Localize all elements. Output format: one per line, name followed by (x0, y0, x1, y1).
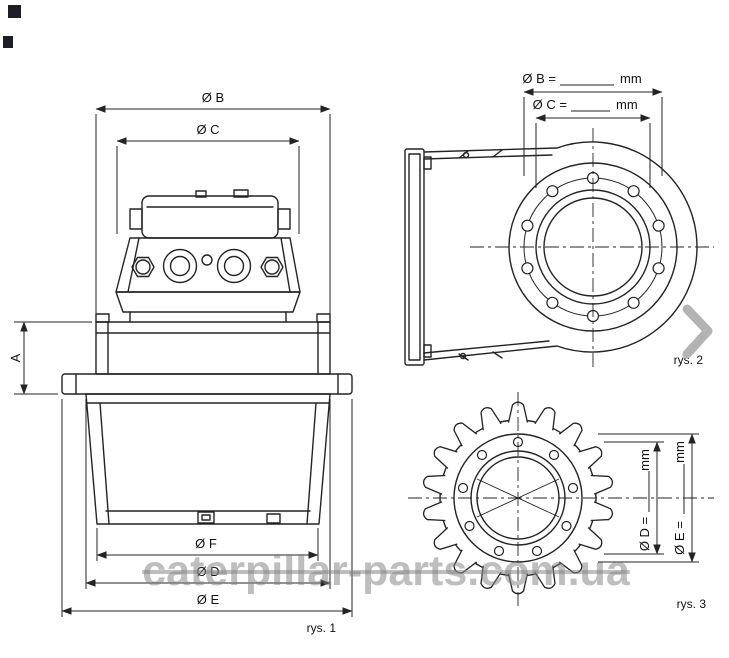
figure3-sprocket: mm Ø D = mm Ø E = rys. 3 (408, 392, 714, 611)
fig1-mounting-flange (61, 373, 353, 395)
next-arrow-button[interactable] (678, 302, 720, 362)
fig3-caption: rys. 3 (677, 597, 707, 611)
figure1-final-drive-front-view: Ø B Ø C A Ø F Ø D Ø (8, 90, 353, 635)
fig1-neck (115, 291, 301, 323)
fig1-dimensions: Ø B Ø C A Ø F Ø D Ø (8, 90, 353, 617)
fig2-center-lines (470, 128, 714, 370)
fig2-dim-unit-b: mm (620, 71, 642, 86)
fig2-dim-unit-c: mm (616, 97, 638, 112)
fig3-dim-unit-e: mm (672, 441, 687, 463)
fig1-caption: rys. 1 (307, 621, 337, 635)
fig3-dim-label-e: Ø E = (672, 521, 687, 555)
fig1-dim-label-b: Ø B (202, 90, 224, 105)
fig1-valve-block (115, 237, 301, 293)
fig1-dim-label-a: A (8, 353, 23, 362)
fig2-dim-label-b: Ø B = (522, 71, 556, 86)
fig1-dim-label-c: Ø C (196, 122, 219, 137)
fig2-caption: rys. 2 (674, 353, 704, 367)
fig3-dim-unit-d: mm (637, 449, 652, 471)
fig2-housing-outline (423, 141, 698, 361)
fig1-top-cover (129, 189, 291, 239)
corner-marker-left (3, 36, 13, 48)
fig1-dim-label-f: Ø F (195, 536, 217, 551)
corner-marker-top-left (8, 5, 21, 18)
fig2-dimensions: Ø B = mm Ø C = mm (522, 71, 663, 188)
fig2-mount-plate (404, 148, 432, 366)
fig1-upper-flange (95, 313, 331, 375)
fig3-dim-label-d: Ø D = (637, 517, 652, 551)
fig3-center-lines (408, 392, 714, 606)
chevron-right-icon (682, 304, 713, 359)
fig2-dim-label-c: Ø C = (533, 97, 567, 112)
fig1-dim-label-e: Ø E (197, 592, 220, 607)
fig1-dim-label-d: Ø D (196, 564, 219, 579)
figure2-motor-side-view: Ø B = mm Ø C = mm rys. 2 (404, 71, 714, 370)
fig3-bolt-holes (457, 436, 579, 557)
fig1-lower-housing (85, 393, 331, 525)
fig3-dimensions: mm Ø D = mm Ø E = (598, 433, 699, 563)
